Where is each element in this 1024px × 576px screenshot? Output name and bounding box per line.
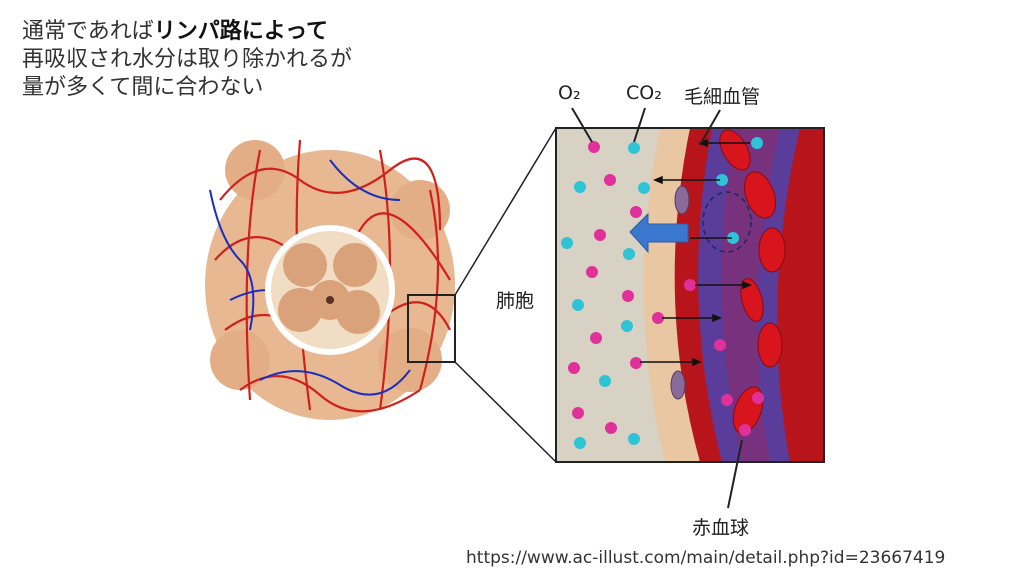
o2-molecule <box>630 206 642 218</box>
label-o2: O₂ <box>558 82 581 104</box>
o2-molecule <box>586 266 598 278</box>
caption-line1-bold: リンパ路によって <box>153 19 329 44</box>
o2-molecule <box>590 332 602 344</box>
zoom-line-bottom <box>454 361 557 463</box>
label-alveolus: 肺胞 <box>496 290 535 312</box>
blue-arrow-icon <box>629 212 689 254</box>
magnified-view <box>555 127 825 463</box>
co2-molecule <box>574 181 586 193</box>
o2-molecule <box>588 141 600 153</box>
co2-pointer <box>633 107 646 143</box>
caption-line3: 量が多くて間に合わない <box>22 75 264 100</box>
o2-molecule <box>568 362 580 374</box>
co2-molecule <box>623 248 635 260</box>
co2-molecule <box>638 182 650 194</box>
co2-molecule <box>628 142 640 154</box>
capillary-pointer <box>699 109 721 146</box>
co2-molecule <box>572 299 584 311</box>
label-co2: CO₂ <box>626 82 662 104</box>
o2-molecule <box>605 422 617 434</box>
highlight-circle <box>702 191 752 253</box>
o2-molecule <box>630 357 642 369</box>
o2-molecule <box>572 407 584 419</box>
co2-molecule <box>628 433 640 445</box>
zoom-region-box <box>407 294 456 363</box>
caption-line2: 再吸収され水分は取り除かれるが <box>22 47 353 72</box>
o2-molecule <box>604 174 616 186</box>
co2-molecule <box>599 375 611 387</box>
co2-molecule <box>621 320 633 332</box>
co2-molecule <box>574 437 586 449</box>
o2-molecule <box>652 312 664 324</box>
co2-molecule <box>561 237 573 249</box>
o2-molecule <box>752 392 764 404</box>
o2-molecule <box>739 424 751 436</box>
o2-molecule <box>714 339 726 351</box>
co2-molecule <box>716 174 728 186</box>
zoom-line-top <box>454 127 557 296</box>
o2-pointer <box>571 107 593 143</box>
o2-molecule <box>721 394 733 406</box>
co2-molecule <box>727 232 739 244</box>
o2-molecule <box>594 229 606 241</box>
caption-line1: 通常であれば <box>22 19 154 44</box>
co2-molecule <box>751 137 763 149</box>
caption-text: 通常であればリンパ路によって 再吸収され水分は取り除かれるが 量が多くて間に合わ… <box>22 18 352 102</box>
o2-molecule <box>684 279 696 291</box>
o2-molecule <box>622 290 634 302</box>
rbc-pointer <box>727 439 743 509</box>
source-url: https://www.ac-illust.com/main/detail.ph… <box>466 548 946 568</box>
label-capillary: 毛細血管 <box>684 86 761 108</box>
label-red-blood-cell: 赤血球 <box>692 517 750 539</box>
alveolus-cluster <box>205 139 455 420</box>
